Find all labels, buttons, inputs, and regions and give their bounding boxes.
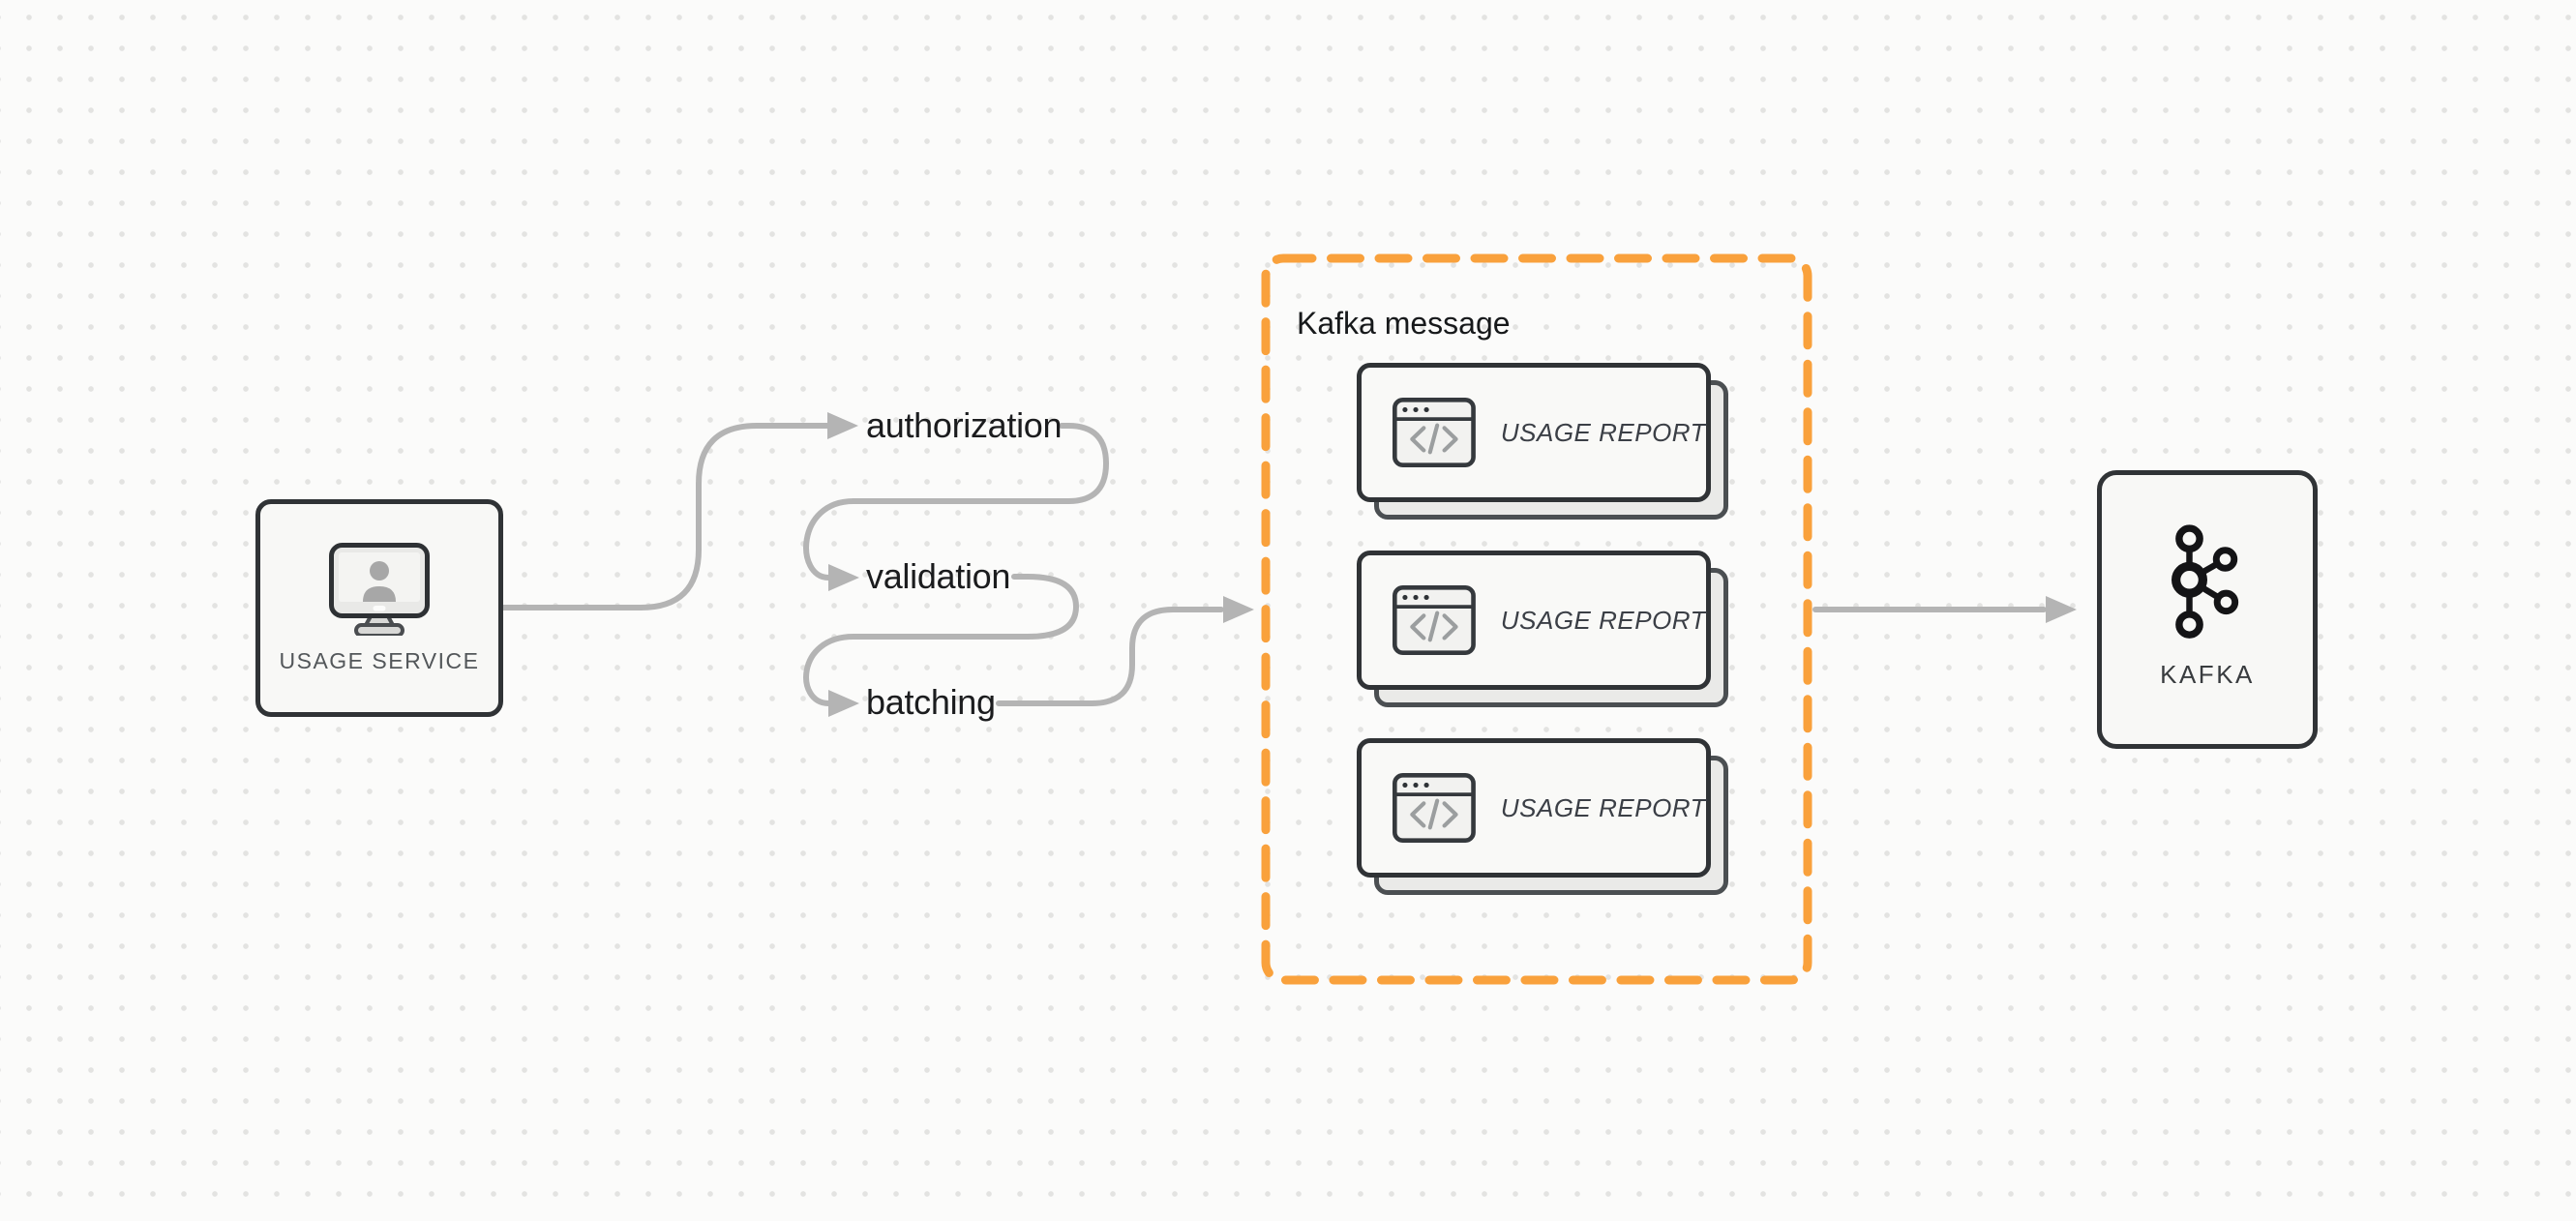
arrowhead-authorization <box>827 412 858 439</box>
connector-batching-to-kafka-message <box>996 607 1224 706</box>
kafka-message-title: Kafka message <box>1297 306 1511 341</box>
flow-step-batching: batching <box>866 682 996 722</box>
code-window-icon <box>1393 772 1476 844</box>
card-front: USAGE REPORT <box>1357 551 1711 690</box>
arrowhead-kafka-message <box>1223 596 1254 623</box>
kafka-node: KAFKA <box>2097 470 2318 749</box>
monitor-user-icon <box>329 543 430 636</box>
connector-usage-to-authorization <box>500 423 830 610</box>
connector-validation-to-batching <box>803 574 1080 706</box>
arrowhead-kafka <box>2046 596 2077 623</box>
flow-step-validation: validation <box>866 556 1011 596</box>
usage-report-card: USAGE REPORT <box>1357 363 1728 520</box>
card-front: USAGE REPORT <box>1357 738 1711 878</box>
kafka-logo-icon <box>2172 524 2239 639</box>
usage-report-label: USAGE REPORT <box>1500 792 1706 822</box>
usage-report-card: USAGE REPORT <box>1357 738 1728 895</box>
arrowhead-validation <box>828 564 859 591</box>
flow-step-authorization: authorization <box>866 405 1063 445</box>
usage-report-label: USAGE REPORT <box>1500 605 1706 635</box>
connector-authorization-to-validation <box>803 423 1110 581</box>
arrowhead-batching <box>828 690 859 717</box>
card-front: USAGE REPORT <box>1357 363 1711 502</box>
kafka-message-boundary <box>1261 253 1812 985</box>
usage-service-node: USAGE SERVICE <box>255 499 503 717</box>
usage-report-card: USAGE REPORT <box>1357 551 1728 707</box>
code-window-icon <box>1393 397 1476 468</box>
code-window-icon <box>1393 584 1476 656</box>
usage-service-label: USAGE SERVICE <box>279 648 480 673</box>
usage-report-label: USAGE REPORT <box>1500 417 1706 447</box>
kafka-label: KAFKA <box>2160 660 2255 689</box>
